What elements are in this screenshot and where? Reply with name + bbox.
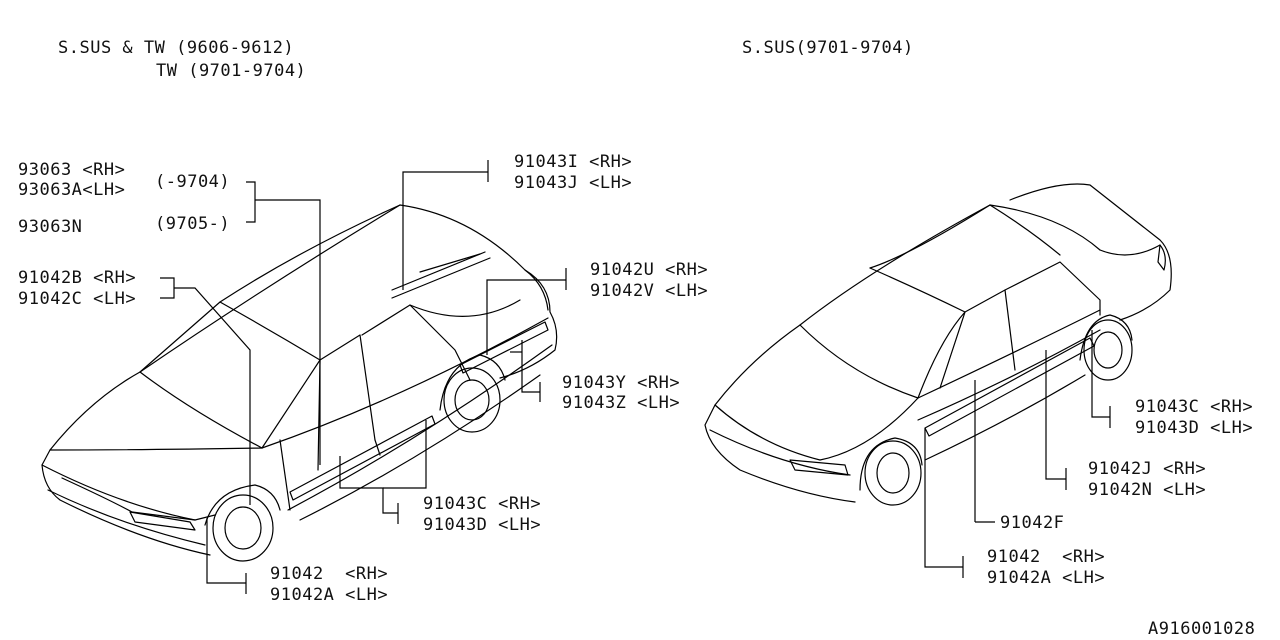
range-to-9704-label: (-9704) bbox=[155, 172, 230, 192]
left-leader-lines bbox=[160, 160, 567, 594]
part-91042b-rh-label[interactable]: 91042B <RH> bbox=[18, 268, 136, 288]
part-91043c-rh-label-right[interactable]: 91043C <RH> bbox=[1135, 397, 1253, 417]
part-91042a-lh-label-right[interactable]: 91042A <LH> bbox=[987, 568, 1105, 588]
part-91042a-lh-label-left[interactable]: 91042A <LH> bbox=[270, 585, 388, 605]
part-91042f-label[interactable]: 91042F bbox=[1000, 513, 1064, 533]
part-91043i-rh-label[interactable]: 91043I <RH> bbox=[514, 152, 632, 172]
part-91043c-rh-label-left[interactable]: 91043C <RH> bbox=[423, 494, 541, 514]
part-93063n-label[interactable]: 93063N bbox=[18, 217, 82, 237]
part-91042u-rh-label[interactable]: 91042U <RH> bbox=[590, 260, 708, 280]
part-91042v-lh-label[interactable]: 91042V <LH> bbox=[590, 281, 708, 301]
part-91043y-rh-label[interactable]: 91043Y <RH> bbox=[562, 373, 680, 393]
part-91042j-rh-label[interactable]: 91042J <RH> bbox=[1088, 459, 1206, 479]
part-91043d-lh-label-left[interactable]: 91043D <LH> bbox=[423, 515, 541, 535]
part-91043d-lh-label-right[interactable]: 91043D <LH> bbox=[1135, 418, 1253, 438]
range-from-9705-label: (9705-) bbox=[155, 214, 230, 234]
wagon-car-illustration bbox=[41, 204, 558, 562]
right-leader-lines bbox=[924, 330, 1111, 578]
heading-left-line2: TW (9701-9704) bbox=[156, 61, 306, 81]
part-91043j-lh-label[interactable]: 91043J <LH> bbox=[514, 173, 632, 193]
part-91043z-lh-label[interactable]: 91043Z <LH> bbox=[562, 393, 680, 413]
heading-right: S.SUS(9701-9704) bbox=[742, 38, 914, 58]
part-93063-rh-label[interactable]: 93063 <RH> bbox=[18, 160, 125, 180]
part-93063a-lh-label[interactable]: 93063A<LH> bbox=[18, 180, 125, 200]
part-91042-rh-label-right[interactable]: 91042 <RH> bbox=[987, 547, 1105, 567]
heading-left-line1: S.SUS & TW (9606-9612) bbox=[58, 38, 294, 58]
right-part-labels: 91043C <RH> 91043D <LH> 91042J <RH> 9104… bbox=[987, 397, 1253, 588]
diagram-id: A916001028 bbox=[1148, 619, 1255, 639]
sedan-car-illustration bbox=[704, 183, 1172, 506]
left-part-labels: 93063 <RH> 93063A<LH> (-9704) 93063N (97… bbox=[18, 152, 708, 605]
part-91042n-lh-label[interactable]: 91042N <LH> bbox=[1088, 480, 1206, 500]
part-91042-rh-label-left[interactable]: 91042 <RH> bbox=[270, 564, 388, 584]
part-91042c-lh-label[interactable]: 91042C <LH> bbox=[18, 289, 136, 309]
